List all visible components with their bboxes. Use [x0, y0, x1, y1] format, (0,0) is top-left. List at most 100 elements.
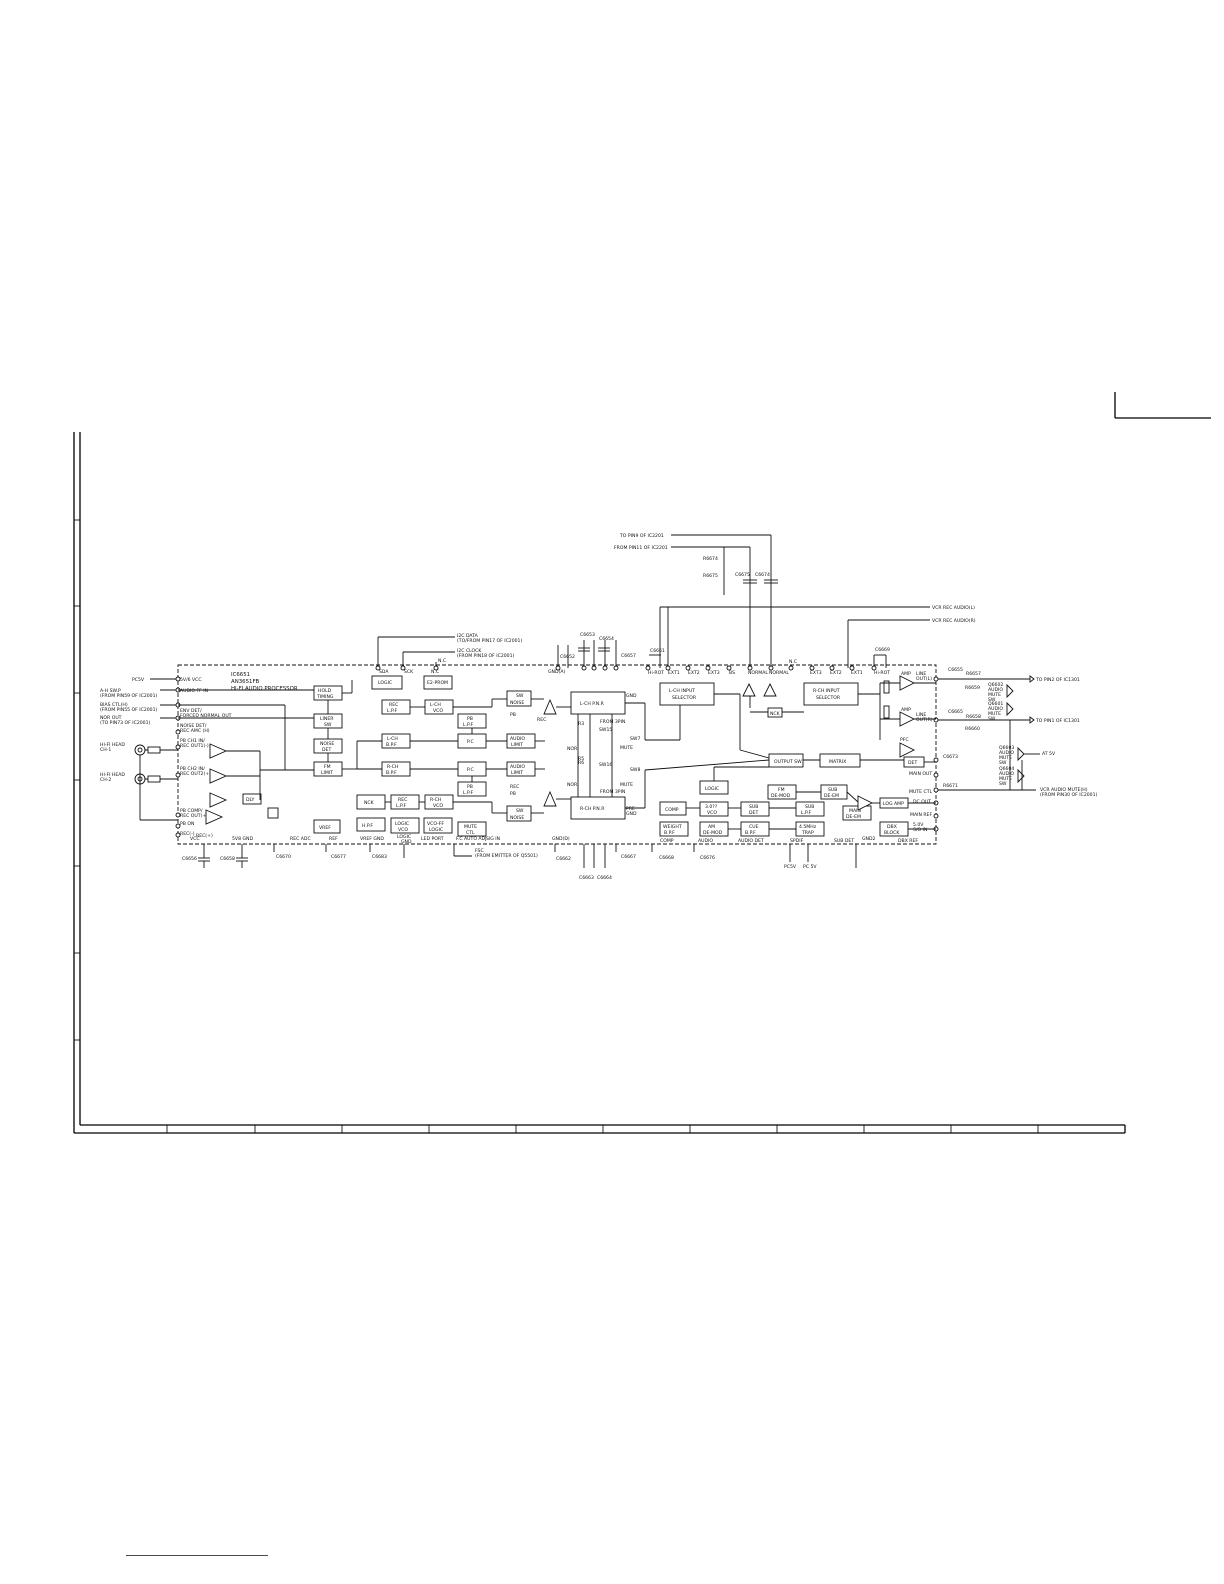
svg-text:Q6602: Q6602 — [988, 682, 1003, 688]
svg-text:MUTE: MUTE — [999, 776, 1012, 782]
svg-text:SPDIF: SPDIF — [790, 838, 804, 844]
svg-text:(TO/FROM PIN17 OF IC2001): (TO/FROM PIN17 OF IC2001) — [457, 638, 522, 644]
ic-ref: IC6651 — [231, 672, 250, 678]
svg-text:Q6601: Q6601 — [988, 701, 1003, 707]
svg-text:NCK: NCK — [364, 800, 375, 806]
svg-text:N.C: N.C — [431, 669, 439, 675]
svg-text:EXT3: EXT3 — [708, 670, 720, 676]
svg-text:C6661: C6661 — [650, 648, 665, 654]
svg-text:PB: PB — [510, 712, 516, 718]
svg-text:VCO: VCO — [398, 827, 408, 833]
svg-text:C6683: C6683 — [372, 854, 387, 860]
svg-text:C6676: C6676 — [700, 855, 715, 861]
svg-text:SELECTOR: SELECTOR — [672, 695, 697, 701]
svg-text:DET: DET — [749, 810, 758, 816]
svg-text:PB COMP/: PB COMP/ — [180, 808, 203, 814]
svg-text:PRE: PRE — [626, 806, 635, 812]
svg-text:MUTE: MUTE — [999, 755, 1012, 761]
svg-text:DE-MOD: DE-MOD — [771, 793, 791, 799]
svg-text:WEIGHT: WEIGHT — [663, 824, 682, 830]
svg-text:PC5V: PC5V — [784, 864, 797, 870]
svg-text:DET: DET — [908, 760, 917, 766]
svg-text:(FROM EMITTER OF Q5501): (FROM EMITTER OF Q5501) — [475, 853, 538, 859]
svg-text:(FROM PIN30 OF IC2001): (FROM PIN30 OF IC2001) — [1040, 792, 1098, 798]
svg-text:VCO: VCO — [433, 708, 443, 714]
svg-text:CTL: CTL — [466, 830, 475, 836]
svg-text:DC OUT: DC OUT — [913, 799, 931, 805]
ic-outline — [177, 664, 937, 845]
svg-text:B.P.F: B.P.F — [745, 830, 756, 836]
svg-text:N.C: N.C — [438, 658, 446, 664]
svg-text:NOR: NOR — [567, 746, 578, 752]
svg-text:L-CH: L-CH — [430, 702, 441, 708]
svg-text:AUDIO DET: AUDIO DET — [738, 838, 764, 844]
footer-link-underline[interactable] — [126, 1555, 268, 1556]
label-ahsw: A-H SW.P — [100, 688, 121, 694]
svg-text:C6668: C6668 — [659, 855, 674, 861]
svg-text:SW15: SW15 — [599, 727, 612, 733]
svg-text:SW8: SW8 — [630, 767, 640, 773]
svg-text:R-CH P.N.R: R-CH P.N.R — [580, 806, 605, 812]
svg-text:CUE: CUE — [749, 824, 759, 830]
svg-text:REC(-): REC(-) — [180, 831, 195, 837]
svg-text:REC ADC: REC ADC — [290, 836, 311, 842]
svg-text:L-CH: L-CH — [387, 736, 398, 742]
svg-text:OUTPUT SW: OUTPUT SW — [774, 759, 802, 765]
svg-text:R6657: R6657 — [966, 671, 981, 677]
svg-text:L.P.F: L.P.F — [801, 810, 812, 816]
svg-text:FM: FM — [324, 764, 331, 770]
svg-text:R6659: R6659 — [965, 685, 980, 691]
svg-text:REC: REC — [389, 702, 398, 708]
svg-text:R-CH: R-CH — [430, 797, 441, 803]
svg-text:REC OUT(+): REC OUT(+) — [180, 813, 208, 819]
svg-text:OUT(R): OUT(R) — [916, 717, 933, 723]
svg-text:C6667: C6667 — [621, 854, 636, 860]
svg-text:AUDIO: AUDIO — [510, 764, 525, 770]
svg-text:OUT(L): OUT(L) — [916, 676, 932, 682]
svg-text:REC: REC — [510, 784, 519, 790]
svg-text:C6663: C6663 — [579, 875, 594, 881]
left-pin-labels: 5V/6 VCC AUDIO FF IN ENV DET/ FORCED NOR… — [180, 677, 232, 839]
top-pin-labels: SDA SCK N.C GND(A) Hi-ROT EXT1 EXT2 EXT3… — [379, 659, 890, 676]
svg-text:C6665: C6665 — [948, 709, 963, 715]
svg-text:VREF: VREF — [319, 825, 331, 831]
top-pin-nodes: C6653 C6654 C6652 C6657 C6661 C6669 — [175, 632, 939, 838]
svg-text:SW: SW — [999, 781, 1007, 787]
svg-text:F.C AUTO ADJ: F.C AUTO ADJ — [456, 836, 486, 842]
svg-text:C6653: C6653 — [580, 632, 595, 638]
svg-text:R6675: R6675 — [703, 573, 718, 579]
svg-text:LOGIC: LOGIC — [395, 821, 409, 827]
svg-text:SELECTOR: SELECTOR — [816, 695, 841, 701]
svg-text:AUDIO: AUDIO — [988, 706, 1003, 712]
svg-text:SW7: SW7 — [630, 736, 640, 742]
label-to-ic1301-pin1: TO PIN1 OF IC1301 — [1035, 718, 1080, 724]
svg-text:REC AMC (H): REC AMC (H) — [180, 728, 210, 734]
svg-text:BLOCK: BLOCK — [884, 830, 900, 836]
svg-text:LOGIC: LOGIC — [397, 834, 411, 840]
svg-text:EXT1: EXT1 — [668, 670, 680, 676]
label-pc5v: PC5V — [132, 677, 145, 683]
svg-text:DE-EM: DE-EM — [824, 793, 839, 799]
svg-text:N.C: N.C — [789, 659, 797, 665]
svg-text:NORMAL: NORMAL — [748, 670, 768, 676]
svg-text:PB CH1 IN/: PB CH1 IN/ — [180, 738, 205, 744]
svg-text:4.5MHz: 4.5MHz — [799, 824, 817, 830]
label-norout: NOR OUT — [100, 715, 122, 721]
svg-text:B.P.F: B.P.F — [386, 742, 397, 748]
svg-text:LOG AMP: LOG AMP — [883, 801, 904, 807]
svg-text:MAIN OUT: MAIN OUT — [909, 771, 932, 777]
svg-text:C6673: C6673 — [943, 754, 958, 760]
svg-text:SDA: SDA — [379, 669, 389, 675]
svg-text:GND2: GND2 — [862, 836, 876, 842]
svg-text:LED PORT: LED PORT — [421, 836, 444, 842]
svg-text:SUB: SUB — [749, 804, 758, 810]
svg-text:PB ON: PB ON — [180, 821, 194, 827]
svg-text:PFC: PFC — [900, 737, 909, 743]
ic-part: AN3651FB — [231, 679, 260, 685]
svg-text:L.P.F: L.P.F — [463, 722, 474, 728]
svg-text:R6674: R6674 — [703, 556, 718, 562]
svg-text:MUTE: MUTE — [988, 711, 1001, 717]
label-i2c-clock: I2C CLOCK — [457, 648, 482, 654]
svg-text:L-CH P.N.R: L-CH P.N.R — [580, 701, 605, 707]
svg-text:GND(A): GND(A) — [548, 669, 565, 675]
